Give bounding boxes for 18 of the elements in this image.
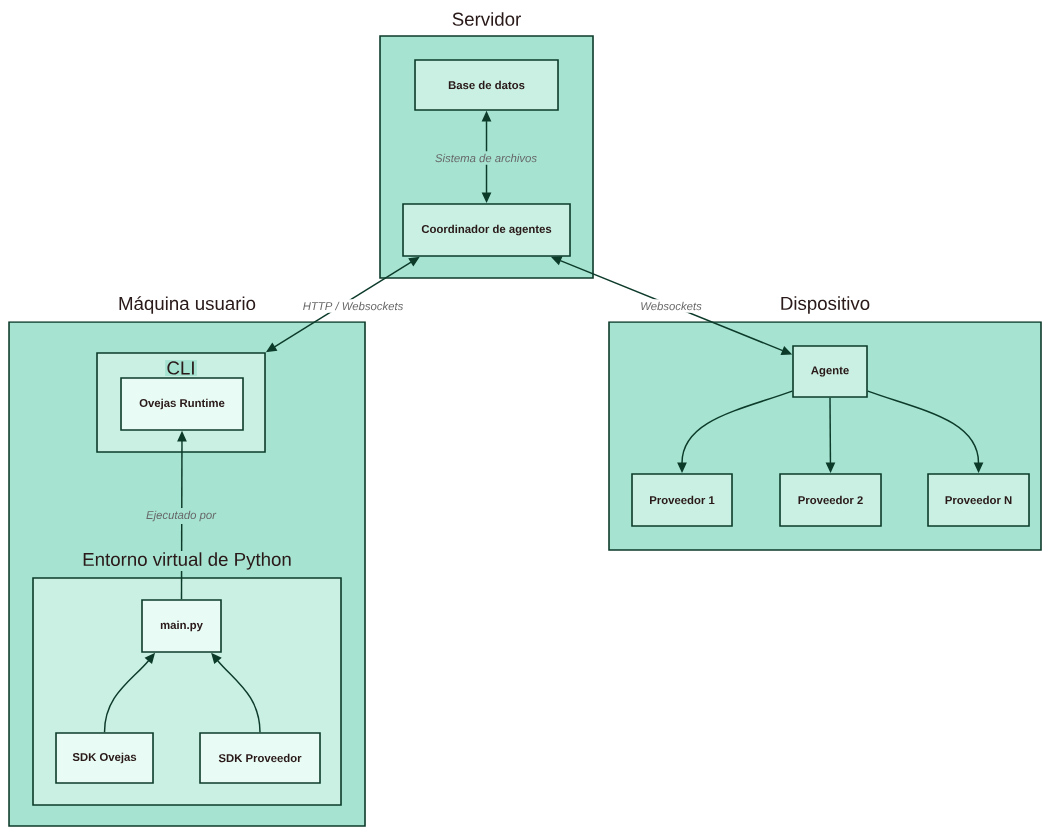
edge-label: Sistema de archivos — [432, 151, 540, 165]
group-title: Dispositivo — [778, 294, 872, 316]
process-box: Proveedor 1 — [631, 473, 733, 527]
process-box: Agente — [792, 345, 868, 398]
process-box: main.py — [141, 599, 222, 653]
edge-label: HTTP / Websockets — [300, 299, 406, 313]
group-title: CLI — [165, 360, 197, 376]
process-box: SDK Proveedor — [199, 732, 321, 784]
edge-label: Ejecutado por — [143, 508, 219, 524]
group-title: Servidor — [450, 10, 523, 28]
group-title: Máquina usuario — [116, 294, 258, 316]
process-box: Proveedor N — [927, 473, 1030, 527]
process-box: Base de datos — [414, 59, 559, 111]
process-box: Ovejas Runtime — [120, 377, 244, 431]
edge-label: Websockets — [637, 299, 705, 313]
process-box: Coordinador de agentes — [402, 203, 571, 257]
process-box: SDK Ovejas — [55, 732, 154, 784]
process-box: Proveedor 2 — [779, 473, 882, 527]
